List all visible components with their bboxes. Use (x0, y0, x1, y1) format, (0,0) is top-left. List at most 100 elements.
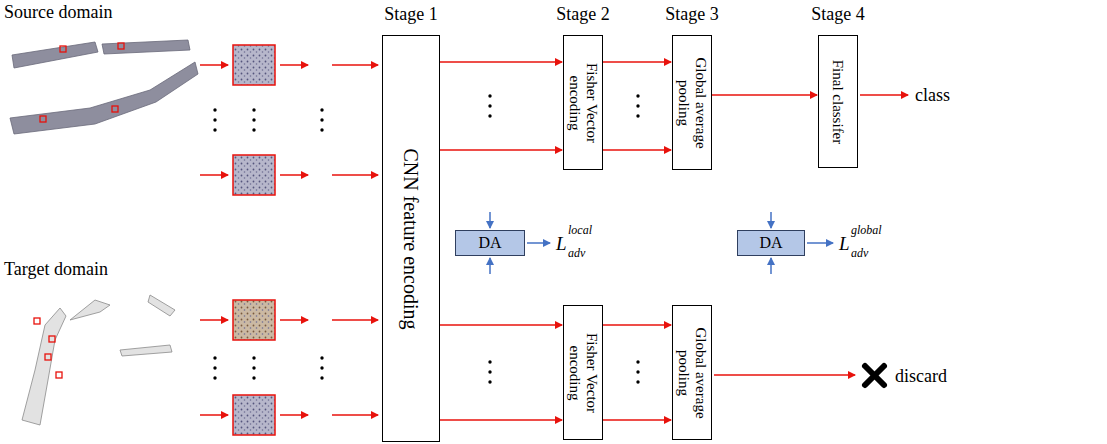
dot (213, 356, 216, 359)
dot (488, 94, 491, 97)
flow-arrow (440, 419, 562, 421)
loss-subscript: adv (851, 247, 868, 259)
da-arrows (490, 212, 833, 274)
dot (252, 108, 255, 111)
tissue-strip (102, 40, 190, 54)
red-arrow (332, 319, 378, 321)
red-arrow (332, 64, 378, 66)
red-arrow (280, 64, 308, 66)
dot (252, 356, 255, 359)
loss-superscript: local (568, 224, 592, 236)
red-arrow (280, 319, 308, 321)
flow-arrow (603, 324, 671, 326)
red-arrow (280, 174, 308, 176)
da-box: DA (737, 230, 805, 256)
dot (636, 104, 639, 107)
patch-marker (40, 116, 46, 122)
dot (213, 366, 216, 369)
tissue-strip (22, 308, 66, 425)
patch-marker (45, 354, 51, 360)
domain-label: Source domain (4, 3, 112, 21)
loss-symbol: L (556, 234, 567, 253)
encoder-box: Stage 1CNN feature encoding (382, 35, 440, 442)
flow-arrow (603, 419, 671, 421)
red-arrow (714, 374, 855, 376)
red-arrow (332, 174, 378, 176)
domain-label: Target domain (4, 260, 108, 278)
dot (252, 366, 255, 369)
blue-arrow (527, 242, 550, 244)
blue-arrow (489, 258, 491, 274)
patch-marker (60, 46, 66, 52)
dot (213, 118, 216, 121)
dot (213, 128, 216, 131)
stage-heading: Stage 3 (665, 4, 719, 25)
flow-arrow (603, 149, 671, 151)
dot (636, 94, 639, 97)
red-arrow (200, 414, 228, 416)
patch-image (233, 45, 275, 85)
dot (636, 380, 639, 383)
dot (488, 370, 491, 373)
stage-heading: Stage 1 (384, 4, 438, 25)
tissue-strip (120, 345, 172, 356)
tissue-strip (70, 300, 110, 320)
red-arrow (332, 414, 378, 416)
patch-marker (118, 43, 124, 49)
blue-arrow (489, 212, 491, 228)
patch-marker (56, 372, 62, 378)
dot (488, 114, 491, 117)
blue-arrow (770, 258, 772, 274)
flow-arrow (603, 61, 671, 63)
box-label: Final classifer (830, 40, 847, 163)
classifier-box: Stage 4Final classifer (818, 35, 858, 168)
dot (252, 376, 255, 379)
box-label: DA (478, 234, 501, 252)
dot (636, 360, 639, 363)
box-label: Fisher Vector encoding (567, 40, 600, 165)
dot (252, 128, 255, 131)
tissue-strip (148, 295, 175, 316)
pooling-box: Stage 3Global average pooling (672, 35, 712, 170)
flow-arrow (440, 61, 562, 63)
dot (488, 380, 491, 383)
patch-image (233, 395, 275, 435)
cross-stroke (865, 366, 884, 385)
cross-stroke (865, 366, 884, 385)
discard-cross (865, 366, 884, 385)
patch-image (233, 300, 275, 340)
dot (488, 360, 491, 363)
dot (636, 114, 639, 117)
dot (320, 376, 323, 379)
tissue-strip (10, 62, 198, 134)
box-label: DA (759, 234, 782, 252)
target-slide (22, 295, 175, 425)
flow-arrow (712, 94, 817, 96)
loss-symbol: L (839, 234, 850, 253)
red-arrow (200, 319, 228, 321)
dot (252, 118, 255, 121)
blue-arrow (807, 242, 833, 244)
box-label: Global average pooling (676, 310, 709, 435)
da-box: DA (455, 230, 525, 256)
dot (320, 128, 323, 131)
dot (320, 108, 323, 111)
red-arrow (200, 64, 228, 66)
loss-subscript: adv (568, 247, 585, 259)
loss-superscript: global (851, 224, 882, 236)
box-label: Fisher Vector encoding (567, 310, 600, 435)
patch-marker (112, 106, 118, 112)
dot (636, 370, 639, 373)
input-arrows (200, 65, 908, 415)
red-arrow (280, 414, 308, 416)
stage-heading: Stage 4 (811, 4, 865, 25)
output-label: class (915, 86, 950, 104)
box-label: CNN feature encoding (400, 40, 422, 437)
flow-arrow (440, 324, 562, 326)
output-label: discard (895, 367, 947, 385)
patch-marker (49, 336, 55, 342)
dot (213, 108, 216, 111)
dot (320, 118, 323, 121)
tissue-strip (12, 42, 98, 68)
red-arrow (860, 94, 908, 96)
